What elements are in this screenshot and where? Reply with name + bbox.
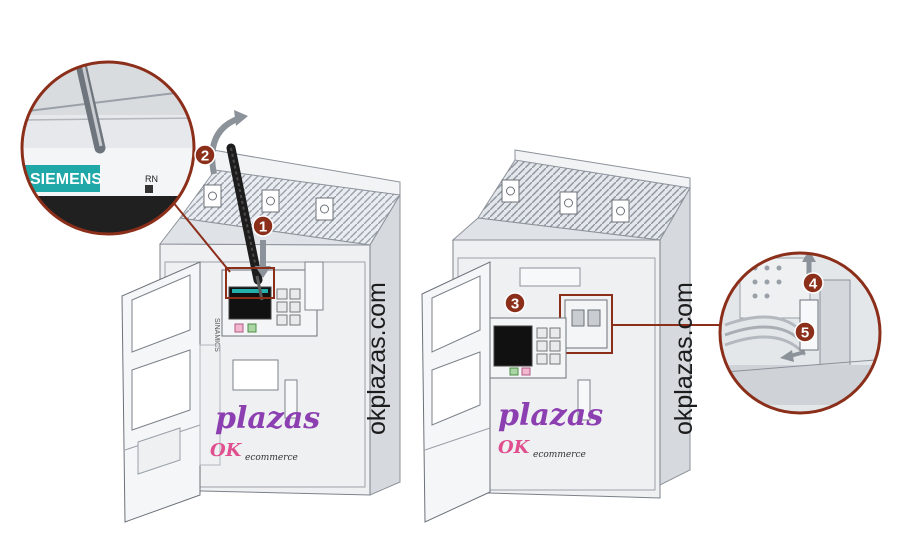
- plazas-logo-right: plazas OK ecommerce: [498, 398, 603, 460]
- power-terminals-right: [501, 179, 630, 223]
- watermark-left: okplazas.com: [363, 282, 391, 435]
- right-drive-unit: plazas OK ecommerce: [421, 149, 691, 523]
- logo-plazas-text: plazas: [215, 401, 320, 436]
- left-drive-unit: SINAMICS plazas OK: [121, 110, 401, 523]
- step-markers: 1 2 3 4 5: [194, 144, 824, 343]
- watermark-right: okplazas.com: [670, 282, 698, 435]
- zoom-callout-left: SIEMENS RN: [20, 60, 231, 273]
- operator-panel: [221, 269, 318, 337]
- step-marker-5: 5: [794, 321, 816, 343]
- svg-text:4: 4: [809, 276, 818, 293]
- logo-tagline: ecommerce: [245, 453, 298, 463]
- logo-ok-text: OK: [210, 440, 243, 461]
- step-marker-1: 1: [252, 215, 274, 237]
- logo-tagline-right: ecommerce: [533, 450, 586, 460]
- svg-text:2: 2: [201, 148, 209, 165]
- operator-panel-removed: [487, 317, 567, 379]
- device-label: SINAMICS: [213, 318, 220, 352]
- screwdriver: [226, 143, 264, 301]
- power-terminals: [203, 184, 334, 221]
- logo-plazas-text-right: plazas: [498, 398, 603, 433]
- siemens-logo: SIEMENS: [30, 171, 102, 188]
- rn-label: RN: [145, 174, 158, 184]
- svg-text:5: 5: [801, 325, 809, 342]
- logo-ok-text-right: OK: [498, 437, 531, 458]
- step-marker-2: 2: [194, 144, 216, 166]
- plazas-logo-left: plazas OK ecommerce: [210, 401, 320, 463]
- step-marker-4: 4: [802, 272, 824, 294]
- svg-text:3: 3: [511, 296, 519, 313]
- svg-text:1: 1: [259, 219, 267, 236]
- step-marker-3: 3: [504, 292, 526, 314]
